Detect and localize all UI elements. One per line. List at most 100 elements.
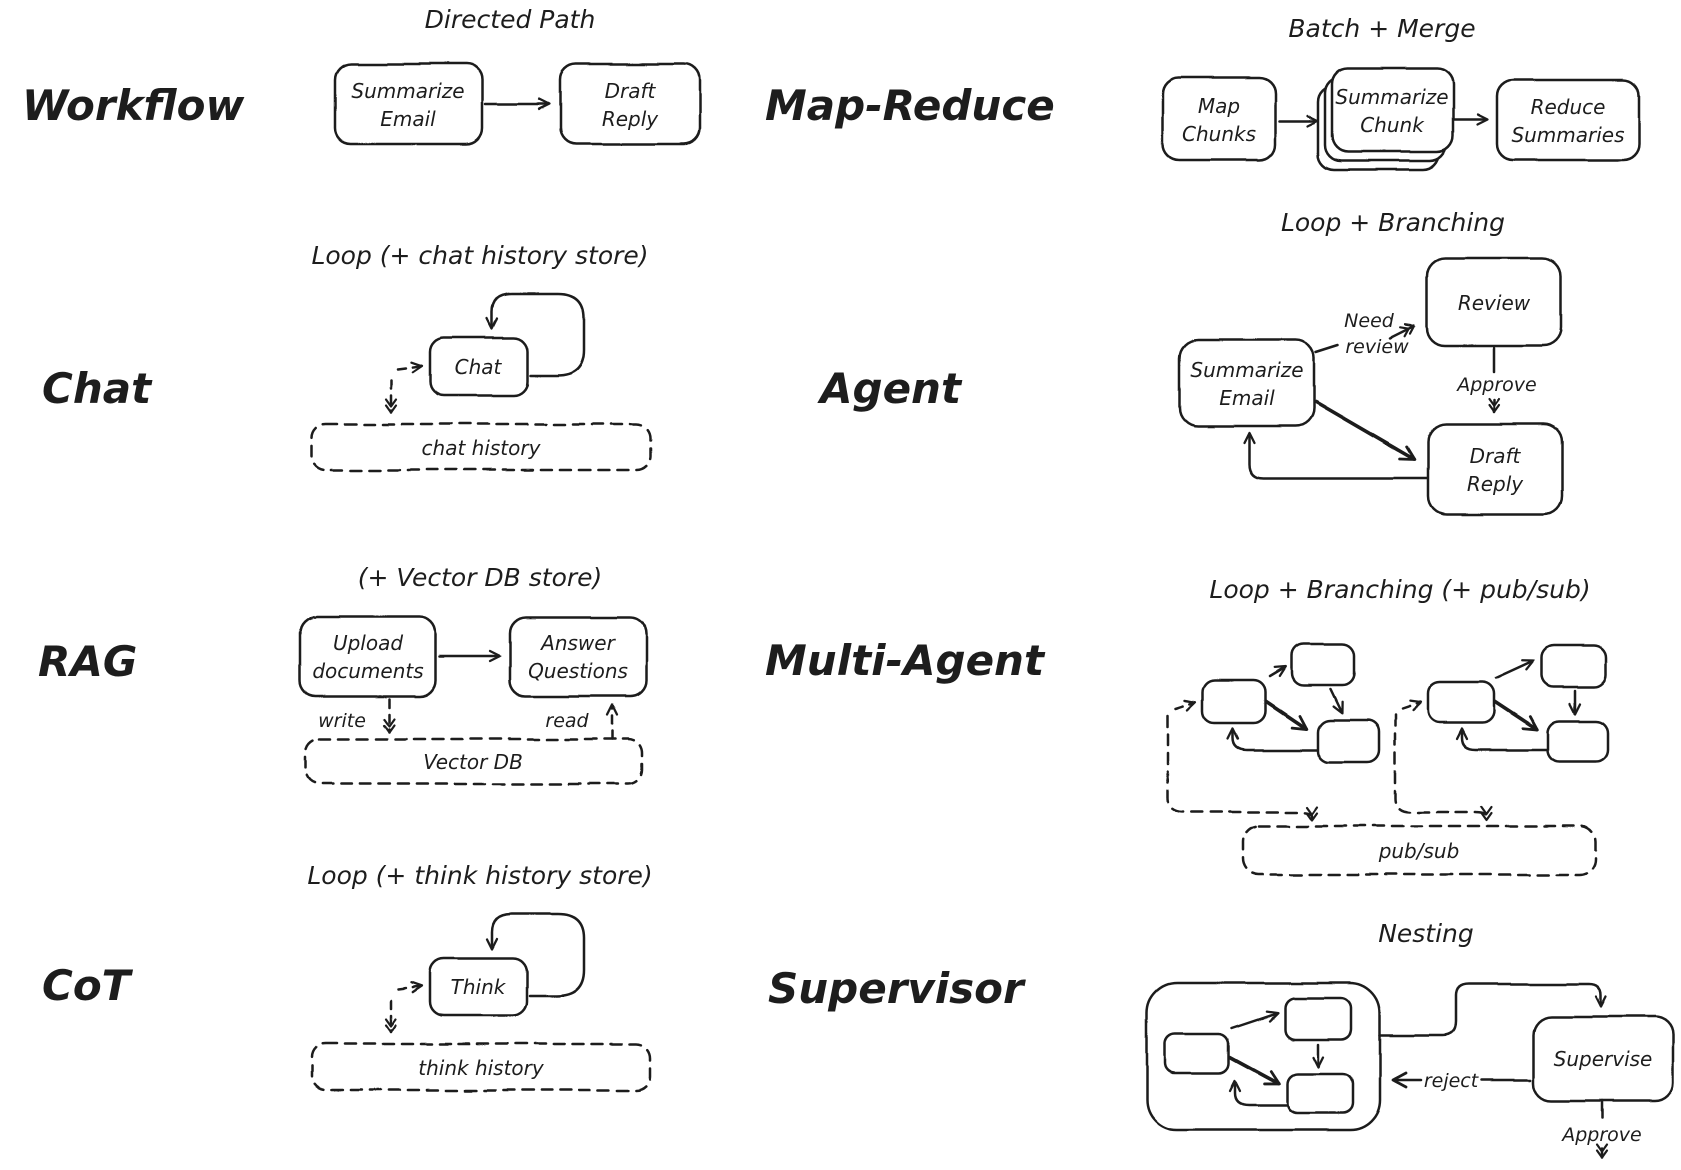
summarize-email-label-2: Email (380, 107, 436, 131)
need-review-label-1: Need (1344, 310, 1395, 332)
nested-node-c (1285, 1072, 1355, 1115)
think-history-label: think history (418, 1056, 545, 1080)
reject-label: reject (1424, 1070, 1480, 1092)
pattern-title-map-reduce: Batch + Merge (1288, 14, 1475, 43)
cluster1-return-loop (1226, 727, 1320, 752)
map-chunks-label-2: Chunks (1182, 122, 1256, 146)
multi-agent-diagram (1166, 642, 1610, 877)
draft-reply-label-1: Draft (605, 79, 657, 103)
row-label-cot: CoT (42, 961, 134, 1010)
row-label-agent: Agent (817, 364, 963, 413)
arrow-summarize-to-review (1388, 323, 1416, 340)
draft-reply-node (1426, 422, 1564, 516)
pattern-title-agent: Loop + Branching (1281, 208, 1505, 237)
summarize-chunk-label-2: Chunk (1360, 113, 1425, 137)
reduce-summaries-label-2: Summaries (1511, 123, 1624, 147)
pattern-title-multi-agent: Loop + Branching (+ pub/sub) (1209, 575, 1590, 604)
arrow-container-to-supervise (1378, 982, 1608, 1037)
cluster2-node-a (1426, 680, 1496, 725)
upload-documents-node (298, 615, 438, 698)
read-label: read (545, 710, 589, 732)
arrow-summarize-to-draft (1314, 400, 1417, 461)
upload-documents-label-1: Upload (333, 631, 403, 655)
think-self-loop (485, 912, 586, 998)
approve-label: Approve (1455, 374, 1537, 396)
nested-arrow-a-c (1228, 1055, 1281, 1085)
map-chunks-label-1: Map (1198, 94, 1240, 118)
dashed-arrow-into-think (396, 981, 424, 994)
agent-draft-label-2: Reply (1467, 472, 1524, 496)
summarize-chunk-node (1330, 66, 1455, 154)
cluster1-node-a (1201, 678, 1268, 725)
supervisor-diagram (1145, 981, 1675, 1159)
review-label: Review (1458, 291, 1531, 315)
chat-node-label: Chat (455, 355, 503, 379)
pub-sub-label: pub/sub (1378, 839, 1460, 863)
upload-documents-label-2: documents (312, 659, 423, 683)
cluster1-arrow-b-c (1328, 687, 1343, 715)
nested-node-b (1283, 996, 1353, 1041)
row-label-workflow: Workflow (22, 81, 244, 130)
row-label-map-reduce: Map-Reduce (765, 81, 1055, 130)
nested-return-loop (1228, 1079, 1290, 1107)
vector-db-store (303, 737, 644, 786)
chat-diagram (310, 292, 652, 472)
answer-questions-label-1: Answer (539, 631, 616, 655)
supervisor-approve-label: Approve (1560, 1124, 1642, 1146)
summarize-email-node (333, 62, 484, 146)
chat-history-label: chat history (422, 436, 542, 460)
cluster2-node-c (1545, 719, 1610, 764)
nested-arrow-a-b (1230, 1009, 1280, 1030)
review-node (1425, 256, 1563, 348)
agent-draft-label-1: Draft (1470, 444, 1522, 468)
cot-diagram (310, 912, 652, 1092)
cluster2-return-loop (1455, 727, 1549, 752)
supervise-label: Supervise (1554, 1047, 1653, 1071)
row-label-supervisor: Supervisor (768, 964, 1026, 1013)
reduce-summaries-label-1: Reduce (1531, 95, 1606, 119)
row-label-multi-agent: Multi-Agent (765, 636, 1046, 685)
summarize-chunk-label-1: Summarize (1335, 85, 1448, 109)
row-label-rag: RAG (38, 637, 137, 686)
chat-node (428, 336, 529, 398)
pattern-title-supervisor: Nesting (1378, 919, 1474, 948)
vector-db-label: Vector DB (423, 750, 523, 774)
cluster2-arrow-a-b (1494, 659, 1536, 680)
chat-history-store (310, 422, 652, 472)
answer-questions-node (508, 615, 648, 698)
cluster2-arrow-a-c (1490, 698, 1539, 731)
nested-node-a (1163, 1032, 1231, 1075)
cluster1-dashed-entry (1174, 698, 1198, 711)
summarize-email-label-1: Summarize (351, 79, 464, 103)
rag-diagram (298, 615, 648, 786)
cluster1-arrow-a-b (1268, 665, 1288, 678)
cluster2-dashed-to-pubsub (1393, 713, 1493, 822)
agent-summarize-label-1: Summarize (1190, 358, 1303, 382)
cluster1-node-b (1290, 642, 1356, 687)
cluster2-node-b (1540, 644, 1608, 689)
think-node-label: Think (451, 975, 507, 999)
agent-diagram (1178, 256, 1564, 516)
cluster1-dashed-to-pubsub (1166, 713, 1319, 822)
agent-summarize-label-2: Email (1219, 386, 1275, 410)
pub-sub-store (1241, 824, 1597, 877)
reduce-summaries-node (1495, 78, 1641, 162)
cluster1-node-c (1316, 718, 1381, 765)
arrow-need-review-seg (1314, 343, 1340, 354)
write-label: write (318, 710, 366, 732)
map-reduce-diagram (1161, 66, 1641, 172)
answer-questions-label-2: Questions (528, 659, 628, 683)
pattern-title-cot: Loop (+ think history store) (307, 861, 652, 890)
pattern-title-workflow: Directed Path (425, 5, 596, 34)
cluster2-dashed-entry (1400, 699, 1423, 712)
need-review-label-2: review (1345, 336, 1409, 358)
pattern-title-rag: (+ Vector DB store) (358, 563, 603, 592)
pattern-title-chat: Loop (+ chat history store) (311, 241, 648, 270)
think-node (428, 956, 529, 1018)
arrow-draft-back-to-summarize (1243, 431, 1430, 480)
draft-reply-label-2: Reply (602, 107, 659, 131)
dashed-arrow-into-chat (396, 361, 424, 374)
row-label-chat: Chat (42, 364, 153, 413)
map-chunks-node (1161, 76, 1277, 162)
